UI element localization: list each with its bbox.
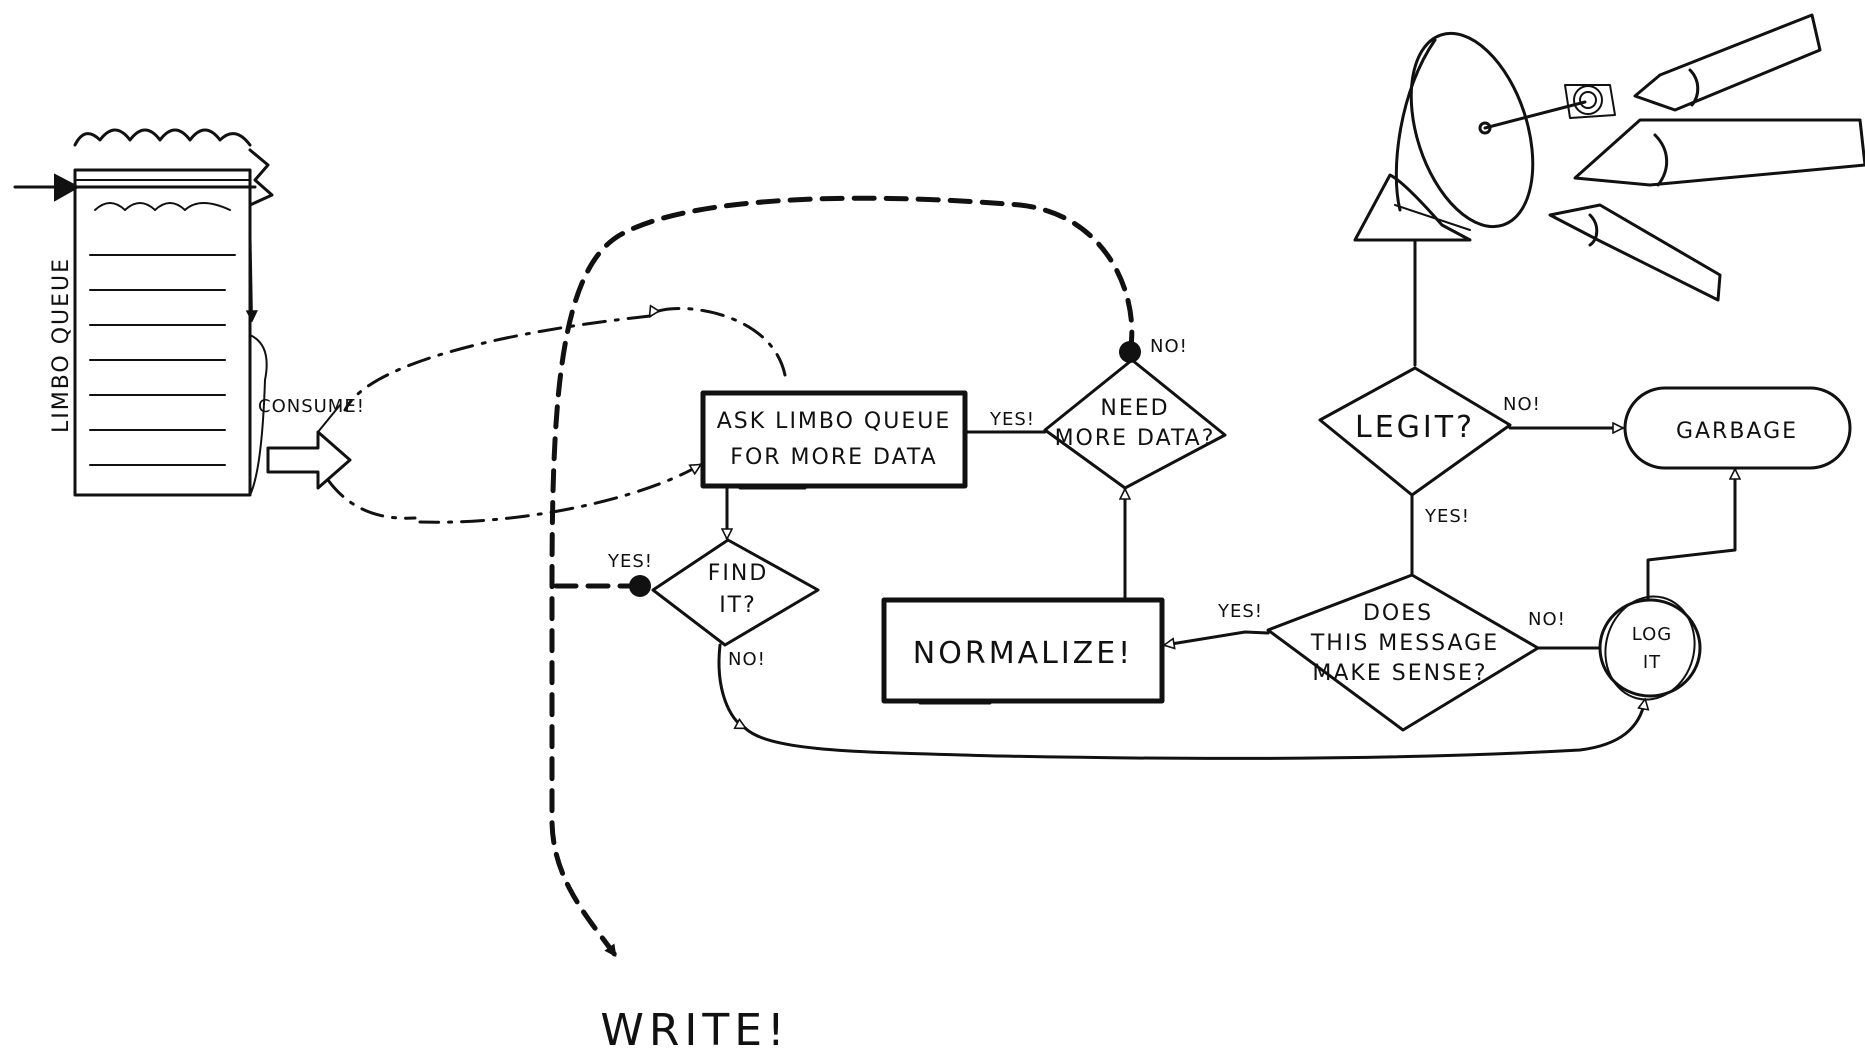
log-it-node: LOG IT bbox=[1598, 595, 1702, 701]
satellite-dish-icon bbox=[1353, 31, 1616, 367]
find-no-to-log-edge bbox=[717, 643, 745, 730]
find-yes-dot bbox=[629, 575, 651, 597]
legit-no-label: NO! bbox=[1503, 394, 1541, 415]
consume-loop-upper-back bbox=[343, 314, 652, 412]
log-to-garbage-edge bbox=[1646, 470, 1735, 602]
sense-no-label: NO! bbox=[1528, 609, 1566, 630]
need-more-data-node: NEED MORE DATA? bbox=[1043, 358, 1227, 490]
garbage-label: GARBAGE bbox=[1676, 419, 1798, 444]
find-line2: IT? bbox=[719, 593, 757, 618]
find-it-node: FIND IT? bbox=[651, 538, 820, 647]
legit-node: LEGIT? bbox=[1318, 366, 1512, 497]
limbo-queue: LIMBO QUEUE bbox=[13, 128, 274, 497]
find-no-bottom-line bbox=[743, 700, 1645, 760]
write-label: WRITE! bbox=[600, 1005, 789, 1056]
ask-line2: FOR MORE DATA bbox=[730, 445, 937, 470]
normalize-node: NORMALIZE! bbox=[881, 597, 1165, 705]
limbo-queue-label: LIMBO QUEUE bbox=[49, 257, 74, 433]
consume-loop-upper bbox=[648, 308, 787, 377]
make-sense-node: DOES THIS MESSAGE MAKE SENSE? bbox=[1266, 573, 1540, 732]
normalize-label: NORMALIZE! bbox=[913, 636, 1133, 671]
find-yes-label: YES! bbox=[607, 551, 653, 572]
sense-to-normalize-edge bbox=[1165, 630, 1270, 645]
need-no-label: NO! bbox=[1150, 336, 1188, 357]
legit-label: LEGIT? bbox=[1355, 410, 1475, 445]
find-line1: FIND bbox=[708, 561, 769, 586]
need-no-dot bbox=[1119, 341, 1141, 363]
sense-line2: THIS MESSAGE bbox=[1310, 631, 1499, 656]
ask-limbo-queue-node: ASK LIMBO QUEUE FOR MORE DATA bbox=[700, 390, 968, 490]
consume-arrow: CONSUME! bbox=[258, 396, 365, 490]
need-yes-label: YES! bbox=[989, 409, 1035, 430]
signal-arrows bbox=[1548, 13, 1865, 302]
consume-loop-lower bbox=[326, 478, 417, 520]
sense-line3: MAKE SENSE? bbox=[1312, 661, 1487, 686]
need-line2: MORE DATA? bbox=[1055, 426, 1216, 451]
ask-line1: ASK LIMBO QUEUE bbox=[717, 409, 952, 434]
need-no-dashed-path bbox=[549, 195, 1135, 958]
need-line1: NEED bbox=[1100, 396, 1169, 421]
consume-loop-lower-return bbox=[418, 463, 700, 524]
legit-yes-label: YES! bbox=[1424, 506, 1470, 527]
consume-label: CONSUME! bbox=[258, 396, 365, 417]
log-line2: IT bbox=[1643, 652, 1661, 673]
sense-yes-label: YES! bbox=[1217, 601, 1263, 622]
find-no-label: NO! bbox=[728, 649, 766, 670]
garbage-node: GARBAGE bbox=[1623, 386, 1852, 470]
log-line1: LOG bbox=[1632, 624, 1673, 645]
sense-line1: DOES bbox=[1363, 601, 1433, 626]
